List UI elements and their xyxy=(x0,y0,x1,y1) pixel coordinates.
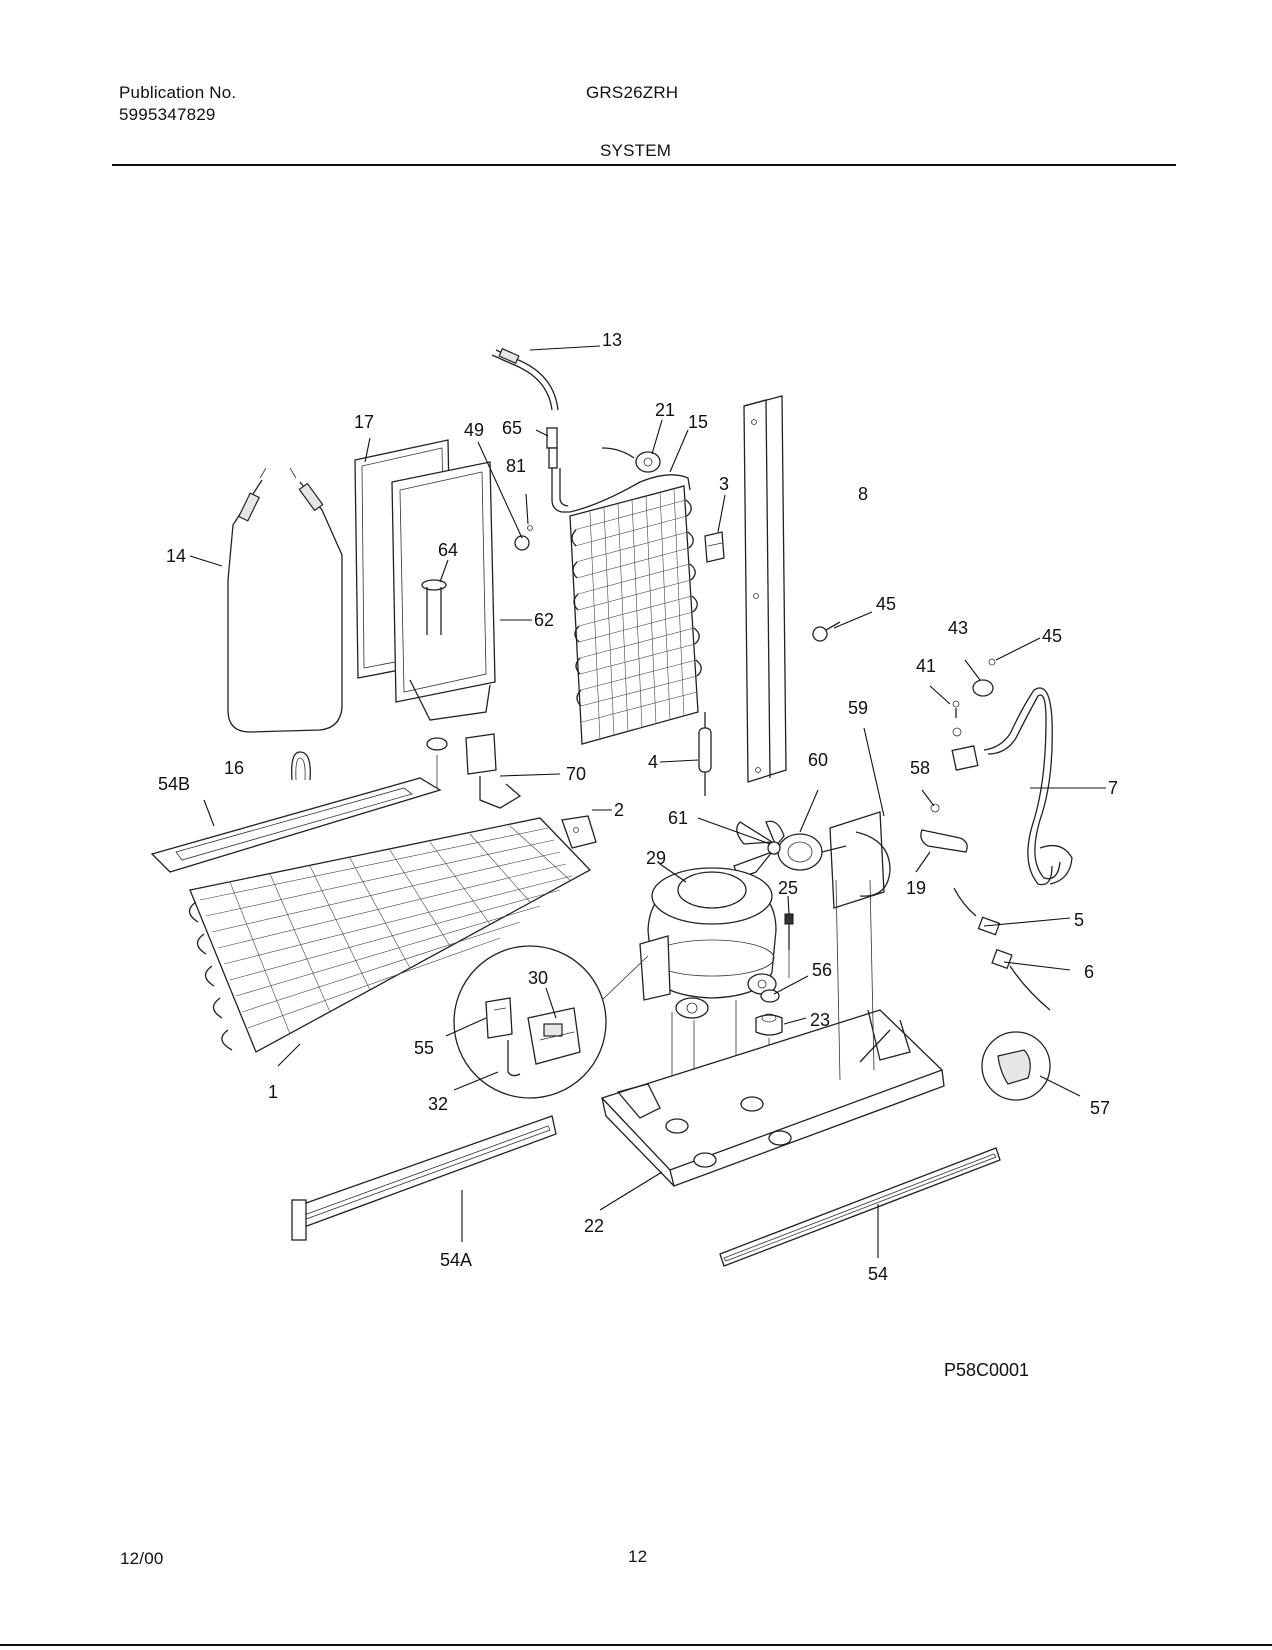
callout-49: 49 xyxy=(464,420,484,440)
part-8-channel xyxy=(743,395,787,783)
part-3-clamp xyxy=(704,531,725,563)
callout-56: 56 xyxy=(812,960,832,980)
leader-lines xyxy=(189,345,1106,1258)
part-5-connector xyxy=(953,887,1001,936)
callout-3: 3 xyxy=(719,474,729,494)
part-21-thermistor xyxy=(601,447,661,473)
part-14-heater-loop xyxy=(227,467,343,733)
callout-45-b: 45 xyxy=(1042,626,1062,646)
callout-43: 43 xyxy=(948,618,968,638)
part-22-base xyxy=(600,879,945,1187)
callout-58: 58 xyxy=(910,758,930,778)
part-65-connector xyxy=(546,427,570,513)
callout-7: 7 xyxy=(1108,778,1118,798)
part-61-fan-blade xyxy=(733,820,785,876)
part-4-drier xyxy=(698,712,712,796)
callout-25: 25 xyxy=(778,878,798,898)
part-2-bracket xyxy=(561,815,597,849)
part-13-tube xyxy=(491,347,559,411)
part-6-connector xyxy=(991,948,1051,1011)
callout-16: 16 xyxy=(224,758,244,778)
callout-70: 70 xyxy=(566,764,586,784)
callout-1: 1 xyxy=(268,1082,278,1102)
footer-date: 12/00 xyxy=(120,1549,164,1568)
part-54b-rail xyxy=(150,777,442,873)
callout-22: 22 xyxy=(584,1216,604,1236)
part-43-clip xyxy=(972,679,994,697)
callout-54a: 54A xyxy=(440,1250,472,1270)
callout-8: 8 xyxy=(858,484,868,504)
part-62-cover xyxy=(391,461,496,751)
header-rule xyxy=(112,164,1176,166)
part-1-condenser xyxy=(188,817,592,1053)
part-56-washer xyxy=(760,989,780,1003)
publication-number: 5995347829 xyxy=(119,105,216,124)
callout-21: 21 xyxy=(655,400,675,420)
part-81-clip xyxy=(514,525,533,551)
page-number: 12 xyxy=(628,1547,648,1566)
callout-60: 60 xyxy=(808,750,828,770)
part-29-compressor xyxy=(639,867,777,1140)
part-45-screw-2 xyxy=(988,658,996,666)
callout-17: 17 xyxy=(354,412,374,432)
model-number: GRS26ZRH xyxy=(586,83,679,102)
diagram-id: P58C0001 xyxy=(944,1360,1029,1380)
callout-55: 55 xyxy=(414,1038,434,1058)
callout-59: 59 xyxy=(848,698,868,718)
callout-32: 32 xyxy=(428,1094,448,1114)
part-45-screw xyxy=(812,621,841,642)
callout-64: 64 xyxy=(438,540,458,560)
part-64-drain xyxy=(421,579,447,790)
part-58-screw xyxy=(930,803,940,813)
callout-15: 15 xyxy=(688,412,708,432)
callout-54b: 54B xyxy=(158,774,190,794)
callout-45: 45 xyxy=(876,594,896,614)
callout-labels: 13 17 49 65 21 15 3 8 81 14 64 62 45 43 … xyxy=(158,330,1118,1380)
part-19-tube xyxy=(920,829,968,853)
footer-rule xyxy=(0,1644,1272,1646)
callout-30: 30 xyxy=(528,968,548,988)
part-25-bolt xyxy=(784,913,794,978)
part-54-rail xyxy=(719,1147,1001,1267)
part-16-clip xyxy=(291,751,311,781)
publication-label: Publication No. xyxy=(119,83,237,102)
callout-6: 6 xyxy=(1084,962,1094,982)
part-57-foot xyxy=(981,1031,1051,1101)
callout-62: 62 xyxy=(534,610,554,630)
callout-41: 41 xyxy=(916,656,936,676)
callout-57: 57 xyxy=(1090,1098,1110,1118)
part-41-screw xyxy=(952,700,962,737)
callout-65: 65 xyxy=(502,418,522,438)
callout-2: 2 xyxy=(614,800,624,820)
section-title: SYSTEM xyxy=(600,141,672,160)
part-15-evaporator xyxy=(569,474,702,745)
callout-61: 61 xyxy=(668,808,688,828)
callout-29: 29 xyxy=(646,848,666,868)
part-70-bracket xyxy=(465,733,522,809)
part-7-power-cord xyxy=(951,687,1073,886)
part-54a-rail xyxy=(291,1115,557,1241)
relay-detail-inset xyxy=(453,945,649,1099)
callout-14: 14 xyxy=(166,546,186,566)
callout-19: 19 xyxy=(906,878,926,898)
callout-54: 54 xyxy=(868,1264,888,1284)
callout-5: 5 xyxy=(1074,910,1084,930)
callout-23: 23 xyxy=(810,1010,830,1030)
part-59-shroud xyxy=(829,811,891,909)
callout-13: 13 xyxy=(602,330,622,350)
callout-81: 81 xyxy=(506,456,526,476)
callout-4: 4 xyxy=(648,752,658,772)
